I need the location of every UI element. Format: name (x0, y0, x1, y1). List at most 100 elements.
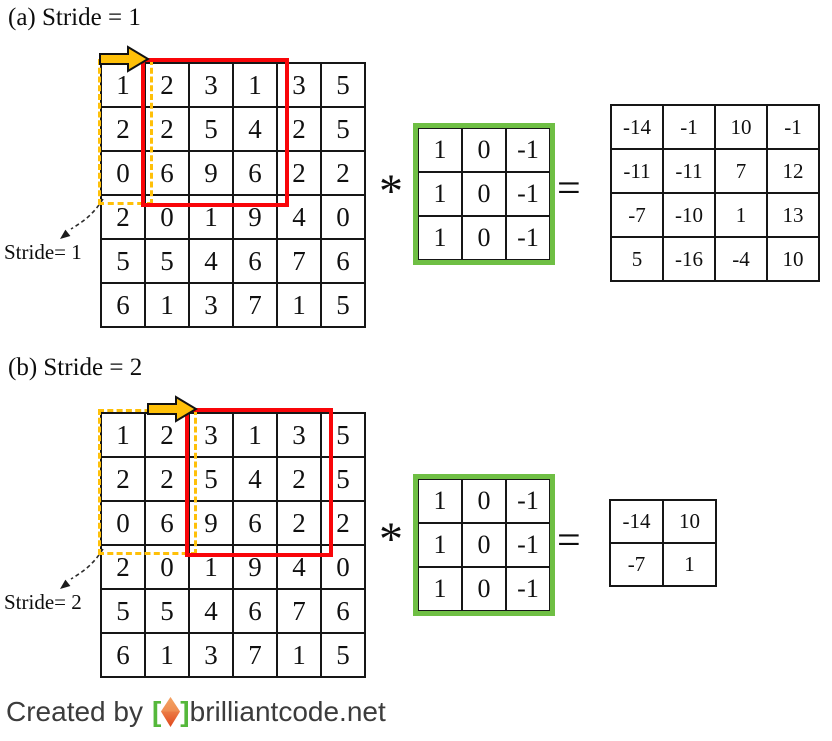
matrix-cell: 6 (233, 589, 277, 633)
matrix-cell: 5 (145, 239, 189, 283)
stride-direction-arrow-a (99, 45, 150, 73)
brilliantcode-diamond-icon (161, 697, 181, 727)
matrix-cell: 12 (767, 149, 819, 193)
matrix-cell: -1 (506, 216, 550, 260)
matrix-cell: -4 (715, 237, 767, 281)
matrix-cell: 7 (233, 283, 277, 327)
matrix-cell: 10 (663, 500, 716, 543)
matrix-cell: 3 (189, 63, 233, 107)
matrix-cell: 0 (462, 567, 506, 611)
matrix-cell: -1 (506, 479, 550, 523)
convolution-operator-a: * (379, 165, 403, 218)
matrix-cell: 1 (145, 633, 189, 677)
matrix-cell: 0 (321, 545, 365, 589)
matrix-cell: 1 (277, 633, 321, 677)
matrix-cell: 5 (321, 413, 365, 457)
matrix-cell: 1 (418, 523, 462, 567)
matrix-cell: -14 (611, 105, 663, 149)
matrix-cell: 5 (101, 589, 145, 633)
matrix-cell: 0 (145, 545, 189, 589)
matrix-cell: -1 (506, 128, 550, 172)
matrix-cell: 5 (321, 63, 365, 107)
matrix-cell: 2 (145, 413, 189, 457)
stride-callout-arrow-b (60, 548, 104, 589)
matrix-cell: 4 (277, 545, 321, 589)
matrix-cell: 9 (233, 545, 277, 589)
section-a-title: (a) Stride = 1 (8, 4, 141, 31)
matrix-cell: 1 (663, 543, 716, 586)
logo-bracket-right: ] (180, 696, 190, 727)
matrix-cell: 0 (321, 195, 365, 239)
matrix-cell: 5 (101, 239, 145, 283)
matrix-cell: 7 (277, 589, 321, 633)
matrix-cell: 2 (101, 457, 145, 501)
matrix-cell: 4 (277, 195, 321, 239)
stride-callout-arrow-a (60, 198, 104, 239)
matrix-cell: 6 (101, 633, 145, 677)
footer-credit: Created by [ ] brilliantcode.net (6, 692, 386, 732)
matrix-cell: 9 (233, 195, 277, 239)
matrix-cell: 6 (321, 239, 365, 283)
matrix-cell: 7 (233, 633, 277, 677)
matrix-cell: 5 (145, 589, 189, 633)
matrix-cell: 1 (715, 193, 767, 237)
dashed-curve (70, 198, 104, 230)
matrix-cell: 5 (611, 237, 663, 281)
matrix-cell: 5 (189, 457, 233, 501)
matrix-cell: -16 (663, 237, 715, 281)
logo-bracket-left: [ (151, 696, 162, 727)
matrix-cell: 5 (321, 107, 365, 151)
matrix-cell: 2 (145, 107, 189, 151)
matrix-cell: 0 (101, 151, 145, 195)
matrix-cell: 1 (189, 545, 233, 589)
matrix-cell: 6 (145, 501, 189, 545)
matrix-cell: 1 (418, 216, 462, 260)
matrix-cell: -14 (610, 500, 663, 543)
matrix-cell: 10 (767, 237, 819, 281)
matrix-cell: 1 (418, 172, 462, 216)
matrix-cell: -7 (611, 193, 663, 237)
matrix-cell: 1 (418, 567, 462, 611)
matrix-cell: 1 (418, 479, 462, 523)
matrix-cell: 13 (767, 193, 819, 237)
matrix-cell: 7 (277, 239, 321, 283)
matrix-cell: 1 (189, 195, 233, 239)
matrix-cell: 5 (189, 107, 233, 151)
equals-sign-b: = (557, 518, 581, 564)
matrix-cell: 7 (715, 149, 767, 193)
section-b-title: (b) Stride = 2 (8, 354, 143, 381)
matrix-cell: 0 (462, 172, 506, 216)
matrix-cell: 3 (189, 633, 233, 677)
matrix-cell: 9 (189, 501, 233, 545)
matrix-cell: 0 (101, 501, 145, 545)
matrix-cell: 3 (189, 283, 233, 327)
matrix-cell: 2 (277, 151, 321, 195)
matrix-cell: 4 (233, 457, 277, 501)
matrix-cell: 6 (145, 151, 189, 195)
matrix-cell: 0 (145, 195, 189, 239)
matrix-cell: 6 (233, 151, 277, 195)
matrix-cell: -7 (610, 543, 663, 586)
matrix-cell: 1 (277, 283, 321, 327)
matrix-cell: -1 (506, 172, 550, 216)
matrix-cell: 0 (462, 523, 506, 567)
matrix-cell: 6 (233, 501, 277, 545)
matrix-cell: 4 (189, 239, 233, 283)
matrix-cell: 4 (189, 589, 233, 633)
matrix-cell: 2 (101, 107, 145, 151)
matrix-cell: 1 (233, 413, 277, 457)
matrix-cell: 3 (277, 413, 321, 457)
dashed-curve (70, 548, 104, 580)
matrix-cell: 6 (233, 239, 277, 283)
matrix-cell: -1 (663, 105, 715, 149)
matrix-cell: 2 (145, 63, 189, 107)
stride-direction-arrow-b (147, 395, 198, 423)
arrowhead (60, 229, 71, 239)
matrix-cell: 4 (233, 107, 277, 151)
matrix-cell: -1 (767, 105, 819, 149)
